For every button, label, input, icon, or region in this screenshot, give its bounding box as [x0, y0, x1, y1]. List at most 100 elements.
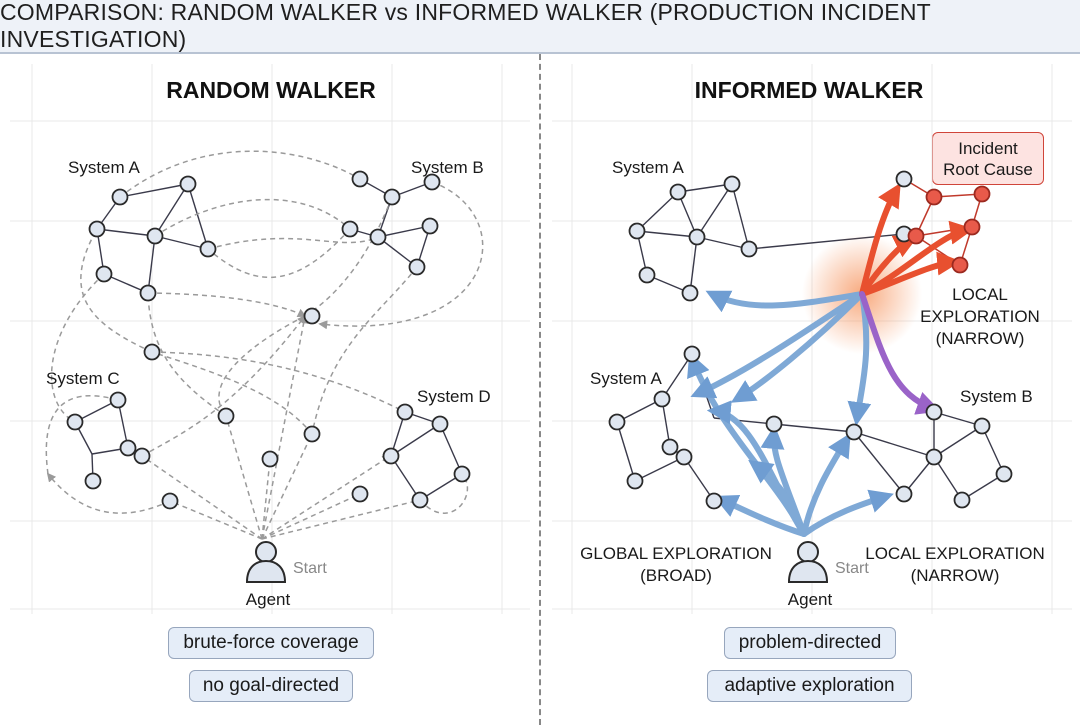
- graph-node: [895, 170, 913, 188]
- informed-walker-diagram: INFORMED WALKER Incident Root Cause: [552, 64, 1072, 614]
- graph-node: [661, 438, 679, 456]
- graph-node: [421, 217, 439, 235]
- graph-node: [383, 188, 401, 206]
- global-exploration-line1: GLOBAL EXPLORATION: [580, 544, 772, 563]
- directed-arrows: [687, 182, 975, 537]
- graph-node: [688, 228, 706, 246]
- graph-node: [369, 228, 387, 246]
- agent-icon: [787, 541, 829, 583]
- graph-node: [951, 256, 969, 274]
- tag-problem-directed: problem-directed: [724, 627, 896, 659]
- graph-node: [953, 491, 971, 509]
- random-nodes: [66, 170, 471, 510]
- graph-node: [119, 439, 137, 457]
- graph-node: [973, 185, 991, 203]
- graph-node: [925, 188, 943, 206]
- root-cause-box: [932, 132, 1044, 185]
- graph-node: [199, 240, 217, 258]
- graph-node: [907, 227, 925, 245]
- graph-node: [925, 403, 943, 421]
- graph-node: [683, 345, 701, 363]
- graph-node: [143, 343, 161, 361]
- graph-node: [139, 284, 157, 302]
- graph-node: [161, 492, 179, 510]
- start-label: Start: [293, 560, 327, 577]
- local-exploration-top-line1: LOCAL: [952, 285, 1008, 304]
- random-walker-panel: RANDOM WALKER: [0, 54, 538, 725]
- system-c-label: System C: [46, 369, 120, 388]
- root-cause-line1: Incident: [958, 139, 1018, 158]
- random-walker-title: RANDOM WALKER: [166, 77, 376, 103]
- graph-node: [66, 413, 84, 431]
- panel-divider: [539, 54, 541, 725]
- graph-node: [109, 391, 127, 409]
- system-d-label: System D: [417, 387, 491, 406]
- system-a-top-label: System A: [612, 158, 684, 177]
- graph-node: [845, 423, 863, 441]
- informed-walker-title: INFORMED WALKER: [695, 77, 924, 103]
- graph-node: [895, 485, 913, 503]
- informed-walker-panel: INFORMED WALKER Incident Root Cause: [542, 54, 1080, 725]
- graph-node: [303, 425, 321, 443]
- global-exploration-line2: (BROAD): [640, 566, 712, 585]
- graph-node: [217, 407, 235, 425]
- start-label: Start: [835, 560, 869, 577]
- graph-node: [111, 188, 129, 206]
- root-cause-nodes: [907, 185, 991, 274]
- graph-node: [351, 170, 369, 188]
- graph-node: [925, 448, 943, 466]
- graph-node: [453, 465, 471, 483]
- graph-node: [765, 415, 783, 433]
- graph-node: [740, 240, 758, 258]
- graph-node: [675, 448, 693, 466]
- page-title: COMPARISON: RANDOM WALKER vs INFORMED WA…: [0, 0, 931, 52]
- random-walk-arrows: [45, 150, 484, 514]
- local-exploration-top-line2: EXPLORATION: [920, 307, 1040, 326]
- system-b-label: System B: [411, 158, 484, 177]
- grid: [10, 64, 530, 614]
- agent-label: Agent: [246, 590, 291, 609]
- graph-node: [431, 415, 449, 433]
- graph-node: [638, 266, 656, 284]
- graph-node: [963, 218, 981, 236]
- local-exploration-bottom-line2: (NARROW): [911, 566, 1000, 585]
- graph-node: [179, 175, 197, 193]
- graph-node: [261, 450, 279, 468]
- graph-node: [341, 220, 359, 238]
- graph-node: [382, 447, 400, 465]
- graph-node: [423, 173, 441, 191]
- graph-node: [973, 417, 991, 435]
- graph-node: [705, 492, 723, 510]
- local-exploration-top-line3: (NARROW): [936, 329, 1025, 348]
- random-walker-diagram: RANDOM WALKER: [10, 64, 530, 614]
- graph-node: [95, 265, 113, 283]
- graph-node: [303, 307, 321, 325]
- tag-brute-force: brute-force coverage: [168, 627, 374, 659]
- graph-node: [723, 175, 741, 193]
- agent-label: Agent: [788, 590, 833, 609]
- graph-node: [628, 222, 646, 240]
- agent-dashed-fan: [46, 314, 422, 540]
- graph-node: [146, 227, 164, 245]
- system-a-bottom-label: System A: [590, 369, 662, 388]
- header: COMPARISON: RANDOM WALKER vs INFORMED WA…: [0, 0, 1080, 54]
- graph-node: [88, 220, 106, 238]
- graph-node: [681, 284, 699, 302]
- system-b-label: System B: [960, 387, 1033, 406]
- graph-node: [669, 183, 687, 201]
- root-cause-line2: Root Cause: [943, 160, 1033, 179]
- tag-no-goal: no goal-directed: [189, 670, 353, 702]
- tag-adaptive-exploration: adaptive exploration: [707, 670, 912, 702]
- agent-icon: [245, 541, 287, 583]
- graph-node: [396, 403, 414, 421]
- graph-node: [84, 472, 102, 490]
- graph-node: [995, 465, 1013, 483]
- graph-node: [133, 447, 151, 465]
- graph-node: [411, 491, 429, 509]
- system-a-label: System A: [68, 158, 140, 177]
- local-exploration-bottom-line1: LOCAL EXPLORATION: [865, 544, 1045, 563]
- graph-node: [608, 413, 626, 431]
- graph-node: [408, 258, 426, 276]
- informed-nodes: [608, 170, 1013, 510]
